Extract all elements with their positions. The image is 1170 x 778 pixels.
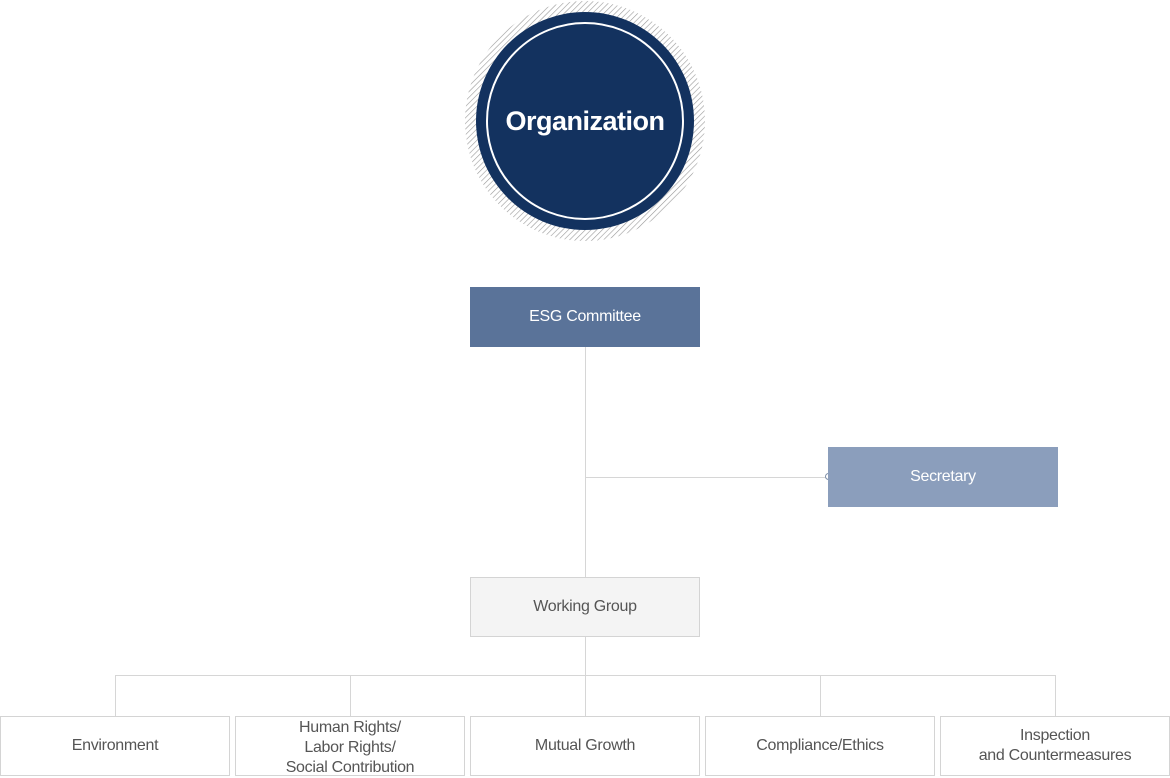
esg-committee-box: ESG Committee [470,287,700,347]
title-circle-graphic [465,1,705,241]
connector-dept-2 [350,675,351,716]
page-title: Organization [505,105,665,136]
department-label: Mutual Growth [534,737,636,754]
esg-committee-label: ESG Committee [529,308,641,325]
connector-dept-5 [1055,675,1056,716]
organization-title-badge: Organization [464,0,706,242]
connector-to-secretary [585,477,828,478]
department-label: Environment [71,737,159,754]
department-compliance-ethics: Compliance/Ethics [705,716,935,776]
department-environment: Environment [0,716,230,776]
department-label: Human Rights/ Labor Rights/ Social Contr… [285,719,415,776]
connector-dept-4 [820,675,821,716]
department-human-rights: Human Rights/ Labor Rights/ Social Contr… [235,716,465,776]
connector-working-to-departments [585,637,586,676]
secretary-label: Secretary [910,468,976,485]
connector-committee-to-working [585,347,586,577]
department-inspection: Inspection and Countermeasures [940,716,1170,776]
working-group-label: Working Group [533,598,637,615]
secretary-box: Secretary [828,447,1058,507]
connector-dept-3 [585,675,586,716]
department-label: Compliance/Ethics [756,737,884,754]
department-mutual-growth: Mutual Growth [470,716,700,776]
connector-dept-1 [115,675,116,716]
working-group-box: Working Group [470,577,700,637]
department-label: Inspection and Countermeasures [978,727,1132,764]
